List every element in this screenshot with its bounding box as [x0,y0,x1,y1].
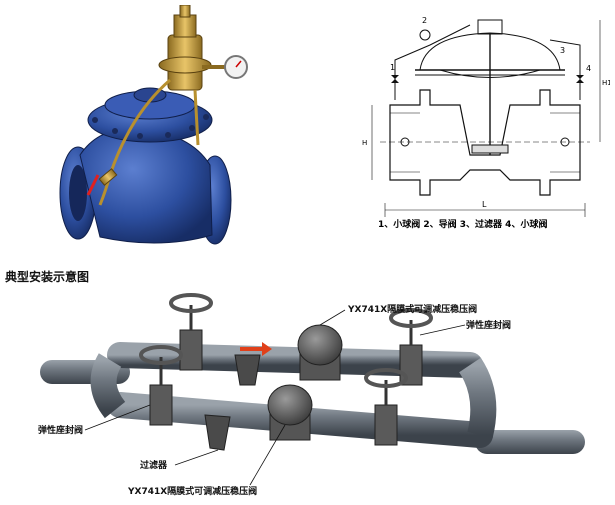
label-filter: 过滤器 [140,461,168,471]
valve-body [79,128,213,244]
gate-valve-lower-right [364,368,408,446]
drawing-num-1: 1 [390,63,395,72]
drawing-num-3: 3 [560,46,565,55]
drawing-num-2: 2 [422,16,427,25]
label-reducing-valve-top: YX741X隔膜式可调减压稳压阀 [348,305,478,315]
reducing-valve-lower [267,384,313,441]
label-gate-valve-left: 弹性座封阀 [38,426,84,436]
pilot-valve-2-icon [419,29,431,41]
outlet-pipe [475,430,585,454]
section-title: 典型安装示意图 [5,270,90,284]
ball-valve-4-icon [576,75,584,83]
filter-lower [204,414,231,451]
installation-diagram [40,293,585,486]
ball-valve-1-icon [391,75,399,83]
flow-direction-arrow-icon [240,342,272,356]
label-reducing-valve-bottom: YX741X隔膜式可调减压稳压阀 [128,487,258,497]
gate-valve-upper-left [169,293,213,371]
label-gate-valve-right: 弹性座封阀 [466,321,512,331]
dimension-h: H [362,139,367,147]
valve-section-drawing: 1 2 3 4 L H H1 1、小球阀 2、导阀 3、过滤器 4、小球阀 [362,16,610,230]
filter-upper [234,354,261,386]
valve-photo [59,5,248,245]
drawing-num-4: 4 [586,64,591,73]
gate-valve-lower-left [139,345,183,426]
reducing-valve-upper [297,324,343,381]
dimension-h1: H1 [602,79,610,87]
dimension-l: L [482,200,487,209]
drawing-caption: 1、小球阀 2、导阀 3、过滤器 4、小球阀 [378,218,547,230]
